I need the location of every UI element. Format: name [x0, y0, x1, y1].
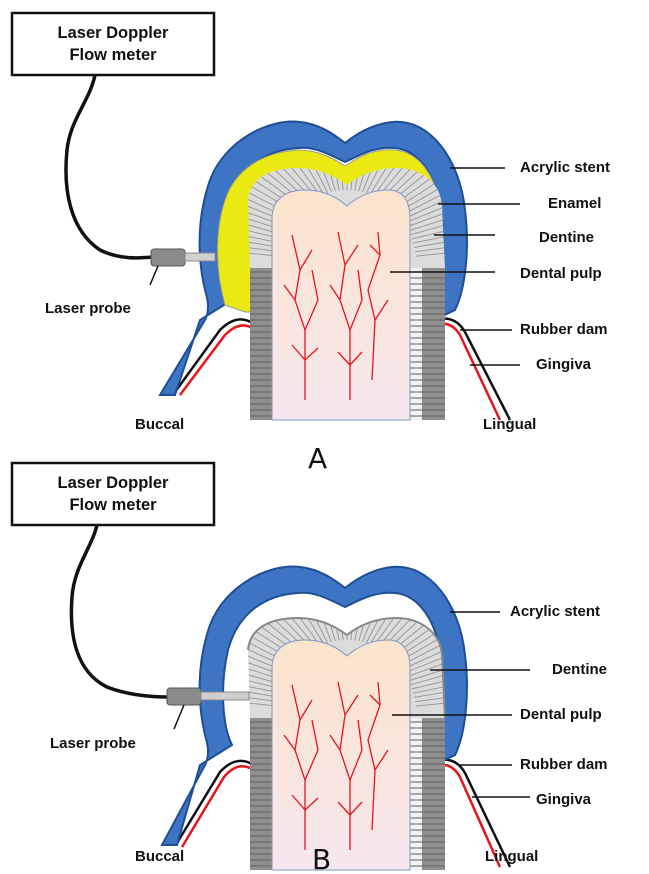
label-gingiva: Gingiva [536, 791, 592, 808]
lingual-label: Lingual [483, 416, 536, 433]
laser-probe [151, 249, 185, 266]
label-enamel: Enamel [548, 195, 601, 212]
buccal-label: Buccal [135, 848, 184, 865]
label-acrylic-stent: Acrylic stent [520, 159, 610, 176]
flow-meter-label-line2: Flow meter [69, 496, 157, 514]
label-dental-pulp: Dental pulp [520, 265, 602, 282]
laser-probe [167, 688, 201, 705]
panel-label-b: B [312, 843, 331, 874]
panel-b: Laser Doppler Flow meter Laser probe [12, 463, 608, 874]
label-dental-pulp: Dental pulp [520, 706, 602, 723]
probe-leader [150, 266, 158, 285]
gingiva-buccal [182, 766, 255, 847]
label-dentine: Dentine [552, 661, 607, 678]
probe-cable [71, 525, 167, 697]
panel-label-a: A [308, 442, 327, 475]
probe-tip [185, 253, 215, 261]
label-rubber-dam: Rubber dam [520, 756, 608, 773]
flow-meter-label-line1: Laser Doppler [58, 474, 170, 492]
buccal-label: Buccal [135, 416, 184, 433]
label-acrylic-stent: Acrylic stent [510, 603, 600, 620]
laser-probe-label: Laser probe [50, 735, 136, 752]
flow-meter-label-line1: Laser Doppler [58, 24, 170, 42]
label-dentine: Dentine [539, 229, 594, 246]
laser-probe-label: Laser probe [45, 300, 131, 317]
flow-meter-label-line2: Flow meter [69, 46, 157, 64]
panel-a: Laser Doppler Flow meter Laser [12, 13, 610, 475]
probe-cable [66, 75, 152, 258]
label-rubber-dam: Rubber dam [520, 321, 608, 338]
gingiva-buccal [180, 325, 255, 395]
probe-tip [201, 692, 249, 700]
flow-meter-box [12, 463, 214, 525]
probe-leader [174, 705, 184, 729]
label-gingiva: Gingiva [536, 356, 592, 373]
flow-meter-box [12, 13, 214, 75]
lingual-label: Lingual [485, 848, 538, 865]
